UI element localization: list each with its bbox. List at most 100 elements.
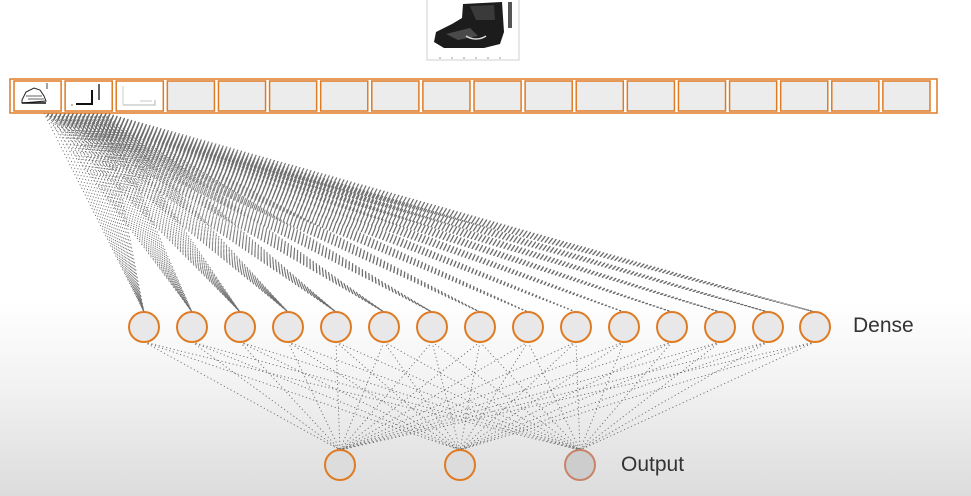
connection-line bbox=[64, 112, 577, 313]
connection-line bbox=[72, 112, 769, 313]
dense-layer bbox=[128, 311, 831, 343]
connection-line bbox=[92, 112, 289, 313]
connection-line bbox=[97, 112, 577, 313]
connection-line bbox=[191, 341, 461, 451]
connection-line bbox=[339, 341, 673, 451]
connection-line bbox=[52, 112, 721, 313]
connection-line bbox=[72, 112, 193, 313]
connection-line bbox=[76, 112, 193, 313]
connection-line bbox=[191, 341, 581, 451]
input-image bbox=[426, 0, 520, 61]
connection-line bbox=[459, 341, 769, 451]
flatten-cell bbox=[166, 80, 216, 112]
connection-line bbox=[80, 112, 337, 313]
connection-line bbox=[339, 341, 769, 451]
connection-line bbox=[105, 112, 769, 313]
connection-line bbox=[80, 112, 433, 313]
input-axis-ticks bbox=[439, 57, 501, 59]
connection-line bbox=[68, 112, 145, 313]
connection-line bbox=[96, 112, 289, 313]
connection-line bbox=[579, 341, 625, 451]
connection-line bbox=[92, 112, 241, 313]
connection-line bbox=[339, 341, 529, 451]
connection-line bbox=[92, 112, 145, 313]
connection-line bbox=[47, 112, 145, 313]
connection-line bbox=[339, 341, 577, 451]
connection-line bbox=[84, 112, 529, 313]
connection-line bbox=[76, 112, 721, 313]
connection-line bbox=[56, 112, 289, 313]
connection-line bbox=[339, 341, 816, 451]
flatten-cell bbox=[779, 80, 829, 112]
connection-line bbox=[239, 341, 461, 451]
connection-line bbox=[88, 112, 625, 313]
connection-line bbox=[80, 112, 769, 313]
connection-line bbox=[64, 112, 529, 313]
connection-line bbox=[459, 341, 625, 451]
connection-line bbox=[80, 112, 625, 313]
feature-map-image-icon bbox=[71, 84, 100, 106]
dense-neuron bbox=[224, 311, 256, 343]
dense-neuron bbox=[128, 311, 160, 343]
flatten-cell bbox=[831, 80, 880, 112]
flatten-cell bbox=[115, 80, 165, 112]
connection-line bbox=[52, 112, 673, 313]
connection-line bbox=[88, 112, 289, 313]
connection-line bbox=[339, 341, 433, 451]
connection-line bbox=[60, 112, 673, 313]
dense-to-output-connections bbox=[143, 341, 816, 451]
connection-line bbox=[56, 112, 673, 313]
connection-line bbox=[76, 112, 385, 313]
connection-line bbox=[383, 341, 581, 451]
connection-line bbox=[51, 112, 145, 313]
connection-line bbox=[76, 112, 145, 313]
connection-line bbox=[72, 112, 577, 313]
connection-line bbox=[105, 112, 625, 313]
dense-neuron bbox=[368, 311, 400, 343]
connection-line bbox=[97, 112, 433, 313]
connection-line bbox=[80, 112, 721, 313]
connection-line bbox=[101, 112, 481, 313]
connection-line bbox=[60, 112, 577, 313]
boot-icon bbox=[434, 2, 512, 48]
flatten-cell bbox=[319, 80, 369, 112]
flatten-cell bbox=[728, 80, 778, 112]
connection-line bbox=[84, 112, 385, 313]
connection-line bbox=[575, 341, 581, 451]
connection-line bbox=[72, 112, 816, 313]
connection-line bbox=[72, 112, 433, 313]
connection-line bbox=[101, 112, 721, 313]
output-neuron bbox=[564, 449, 596, 481]
connection-line bbox=[101, 112, 816, 313]
connection-line bbox=[76, 112, 433, 313]
connection-line bbox=[97, 112, 625, 313]
flatten-cell bbox=[626, 80, 676, 112]
connection-line bbox=[459, 341, 816, 451]
connection-line bbox=[88, 112, 193, 313]
connection-line bbox=[47, 112, 673, 313]
connection-line bbox=[97, 112, 721, 313]
dense-neuron bbox=[656, 311, 688, 343]
connection-line bbox=[51, 112, 385, 313]
connection-line bbox=[105, 112, 337, 313]
connection-line bbox=[97, 112, 337, 313]
connection-line bbox=[60, 112, 241, 313]
connection-line bbox=[56, 112, 337, 313]
connection-line bbox=[64, 112, 241, 313]
flatten-to-dense-connections bbox=[43, 112, 816, 313]
connection-line bbox=[105, 112, 385, 313]
dense-neuron bbox=[416, 311, 448, 343]
connection-line bbox=[60, 112, 385, 313]
flatten-cell bbox=[422, 80, 471, 112]
connection-line bbox=[105, 112, 481, 313]
connection-line bbox=[191, 341, 341, 451]
flatten-cell bbox=[371, 80, 420, 112]
connection-line bbox=[47, 112, 721, 313]
connection-line bbox=[84, 112, 481, 313]
connection-line bbox=[72, 112, 673, 313]
dense-neuron bbox=[799, 311, 831, 343]
connection-line bbox=[43, 112, 385, 313]
connection-line bbox=[68, 112, 193, 313]
flatten-cell bbox=[64, 80, 113, 112]
